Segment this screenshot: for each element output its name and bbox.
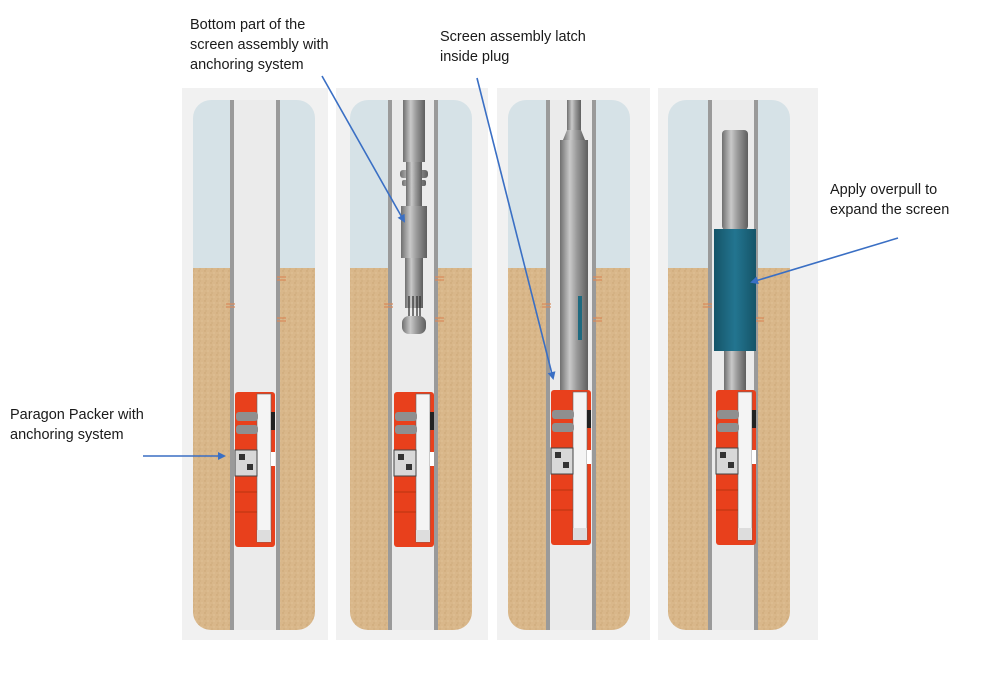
label-bottom-part: Bottom part of the screen assembly with … — [190, 17, 329, 73]
expanded-screen — [714, 229, 756, 351]
casing-left — [230, 100, 234, 630]
panel-4 — [668, 100, 790, 630]
arrow-overpull — [750, 237, 899, 285]
label-overpull: Apply overpull to expand the screen — [830, 182, 950, 218]
arrow-bottom-part — [321, 75, 405, 223]
paragon-packer — [234, 391, 276, 548]
paragon-packer — [393, 391, 435, 548]
paragon-packer — [715, 389, 757, 546]
label-latch: Screen assembly latch inside plug — [440, 29, 586, 65]
screen-assembly-latched — [560, 100, 588, 390]
paragon-packer — [550, 389, 592, 546]
panel-3 — [508, 100, 630, 630]
panel-2 — [350, 100, 472, 630]
casing-right — [276, 100, 280, 630]
screen-expanded — [714, 130, 756, 391]
arrow-latch — [476, 77, 556, 380]
perforations — [226, 276, 286, 322]
screen-assembly-bottom — [400, 100, 428, 334]
panel-1 — [193, 100, 315, 630]
label-packer: Paragon Packer with anchoring system — [10, 407, 144, 443]
wellbore — [233, 100, 277, 630]
